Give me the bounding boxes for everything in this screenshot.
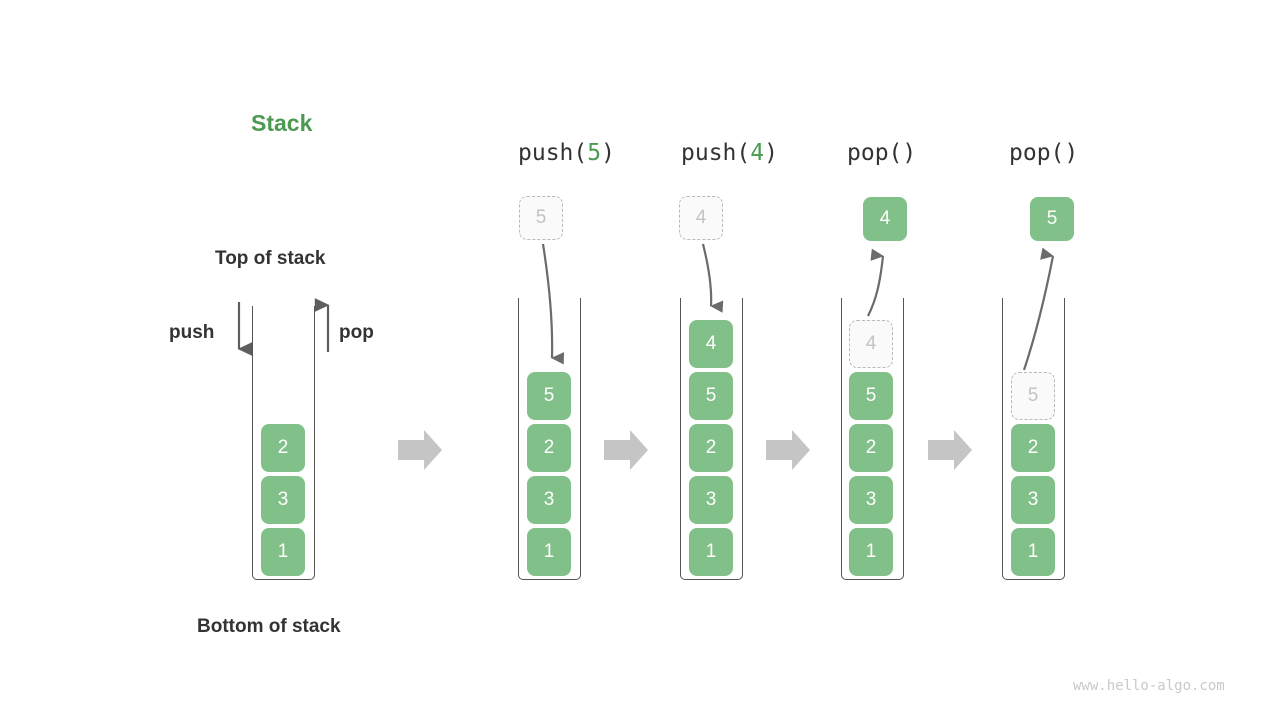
pop-label: pop: [339, 322, 374, 343]
step-header-suffix: ): [764, 140, 778, 166]
step-header-pop-2: pop(): [1009, 140, 1078, 166]
stack-cell: 4: [689, 320, 733, 368]
stack-container-push-4: [680, 298, 743, 580]
stack-cell: 5: [689, 372, 733, 420]
popped-value: 5: [1030, 197, 1074, 241]
step-header-arg: 4: [750, 140, 765, 166]
stack-cell: 1: [849, 528, 893, 576]
stack-container-pop-2: [1002, 298, 1065, 580]
step-header-suffix: ): [601, 140, 615, 166]
incoming-value-ghost: 5: [519, 196, 563, 240]
step-header-arg: 5: [587, 140, 602, 166]
stack-container-pop-1: [841, 298, 904, 580]
push-label: push: [169, 322, 215, 343]
flow-arrow-2: [604, 430, 648, 470]
stack-cell: 5: [849, 372, 893, 420]
incoming-value-ghost: 4: [679, 196, 723, 240]
stack-cell: 2: [689, 424, 733, 472]
stack-cell: 1: [1011, 528, 1055, 576]
flow-arrow-3: [766, 430, 810, 470]
removed-cell-ghost: 5: [1011, 372, 1055, 420]
stack-cell: 3: [527, 476, 571, 524]
stack-cell: 2: [1011, 424, 1055, 472]
removed-cell-ghost: 4: [849, 320, 893, 368]
step-header-text: push(: [518, 140, 588, 166]
flow-arrow-1: [398, 430, 442, 470]
stack-cell: 3: [849, 476, 893, 524]
stack-cell: 3: [261, 476, 305, 524]
popped-value: 4: [863, 197, 907, 241]
stack-cell: 2: [849, 424, 893, 472]
stack-cell: 3: [1011, 476, 1055, 524]
stack-cell: 2: [261, 424, 305, 472]
flow-arrow-4: [928, 430, 972, 470]
stack-cell: 1: [261, 528, 305, 576]
step-header-pop-1: pop(): [847, 140, 916, 166]
stack-cell: 2: [527, 424, 571, 472]
push-4-motion-arrow: [701, 243, 724, 313]
watermark: www.hello-algo.com: [1073, 678, 1225, 694]
step-header-text: pop(): [1009, 140, 1079, 166]
step-header-text: pop(): [847, 140, 917, 166]
step-header-push-5: push(5): [518, 140, 615, 166]
stack-cell: 3: [689, 476, 733, 524]
stack-container-push-5: [518, 298, 581, 580]
stack-container-initial: [252, 306, 315, 580]
bottom-of-stack-label: Bottom of stack: [197, 616, 341, 637]
step-header-push-4: push(4): [681, 140, 778, 166]
step-header-text: push(: [681, 140, 751, 166]
page-title: Stack: [251, 110, 313, 136]
stack-cell: 5: [527, 372, 571, 420]
stack-cell: 1: [689, 528, 733, 576]
top-of-stack-label: Top of stack: [215, 248, 326, 269]
stack-cell: 1: [527, 528, 571, 576]
